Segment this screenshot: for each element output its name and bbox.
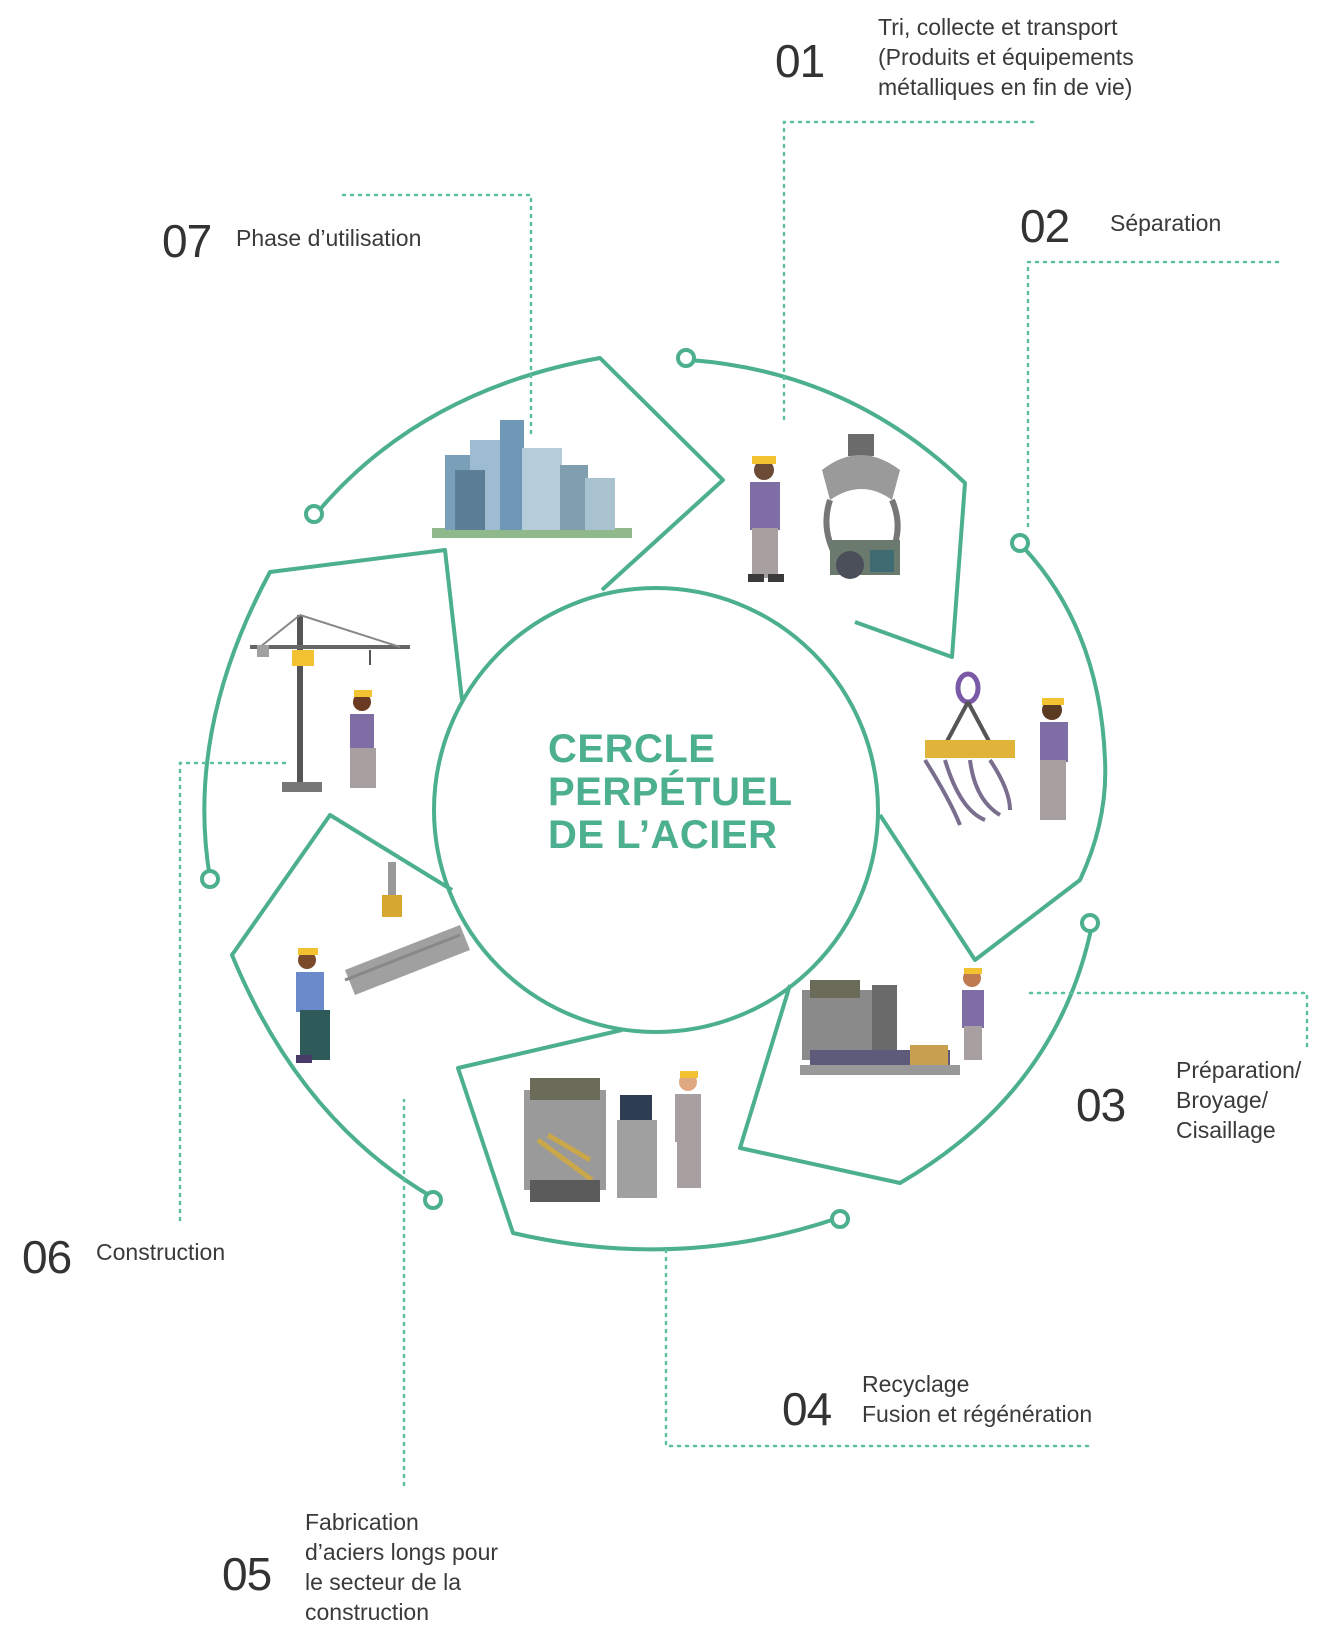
- step-03-number: 03: [1076, 1079, 1126, 1131]
- node-07: [304, 504, 324, 524]
- step-01-number: 01: [775, 35, 825, 87]
- step-01-label: Tri, collecte et transport (Produits et …: [878, 12, 1134, 102]
- segment-05-outline: [230, 813, 454, 1199]
- crane-illustration: [250, 614, 410, 792]
- step-06-label: Construction: [96, 1237, 225, 1267]
- step-05-label-line4: construction: [305, 1599, 430, 1625]
- step-07-label: Phase d’utilisation: [236, 223, 421, 253]
- step-01-label-line3: métalliques en fin de vie): [878, 74, 1133, 100]
- step-01-label-line2: (Produits et équipements: [878, 44, 1134, 70]
- leader-06: [178, 761, 292, 1222]
- step-03-label-line3: Cisaillage: [1176, 1117, 1276, 1143]
- recycling-illustration: [524, 1071, 701, 1202]
- step-05-label-line3: le secteur de la: [305, 1569, 461, 1595]
- step-03-label-line1: Préparation/: [1176, 1057, 1302, 1083]
- step-02-label: Séparation: [1110, 208, 1221, 238]
- step-03-label-line2: Broyage/: [1176, 1087, 1269, 1113]
- cycle-segments: [202, 356, 1108, 1252]
- step-04-label-line1: Recyclage: [862, 1371, 970, 1397]
- node-05: [423, 1190, 443, 1210]
- step-05-label-line1: Fabrication: [305, 1509, 419, 1535]
- step-05-label: Fabrication d’aciers longs pour le secte…: [305, 1507, 498, 1627]
- segment-03-outline: [738, 919, 1095, 1185]
- leader-01: [782, 120, 1035, 424]
- center-title: CERCLE PERPÉTUEL DE L’ACIER: [548, 728, 848, 857]
- center-title-line2: PERPÉTUEL: [548, 770, 793, 814]
- segment-01: [600, 361, 968, 655]
- leader-04: [664, 1246, 1090, 1448]
- segment-04-outline: [456, 1028, 839, 1252]
- step-05-label-line2: d’aciers longs pour: [305, 1539, 499, 1565]
- node-04: [830, 1209, 850, 1229]
- leader-lines: [178, 120, 1309, 1487]
- center-circle: [432, 586, 880, 1034]
- segment-02-outline: [878, 546, 1108, 962]
- step-04-label: Recyclage Fusion et régénération: [862, 1369, 1092, 1429]
- step-02-number: 02: [1020, 200, 1070, 252]
- step-01-label-line1: Tri, collecte et transport: [878, 14, 1118, 40]
- scrap-grab-illustration: [748, 434, 901, 582]
- segment-07-outline: [314, 356, 725, 592]
- node-01: [676, 348, 696, 368]
- step-03-label: Préparation/ Broyage/ Cisaillage: [1176, 1055, 1301, 1145]
- step-07-number: 07: [162, 215, 212, 267]
- segment-01-outline: [689, 358, 967, 659]
- leader-02: [1026, 260, 1280, 532]
- cycle-nodes: [200, 348, 1100, 1229]
- beams-illustration: [296, 862, 470, 1063]
- step-06-number: 06: [22, 1231, 72, 1283]
- shredder-illustration: [800, 968, 984, 1075]
- magnet-illustration: [923, 671, 1068, 826]
- step-06-label-line1: Construction: [96, 1239, 226, 1265]
- center-title-line1: CERCLE: [548, 727, 716, 771]
- buildings-illustration: [432, 420, 632, 538]
- leader-03: [1028, 991, 1309, 1054]
- step-05-number: 05: [222, 1548, 272, 1600]
- segment-06-outline: [202, 548, 464, 879]
- step-04-label-line2: Fusion et régénération: [862, 1401, 1093, 1427]
- node-03: [1080, 913, 1100, 933]
- center-title-line3: DE L’ACIER: [548, 813, 778, 857]
- step-04-number: 04: [782, 1383, 832, 1435]
- step-07-label-line1: Phase d’utilisation: [236, 225, 422, 251]
- step-02-label-line1: Séparation: [1110, 210, 1222, 236]
- node-06: [200, 869, 220, 889]
- node-02: [1010, 533, 1030, 553]
